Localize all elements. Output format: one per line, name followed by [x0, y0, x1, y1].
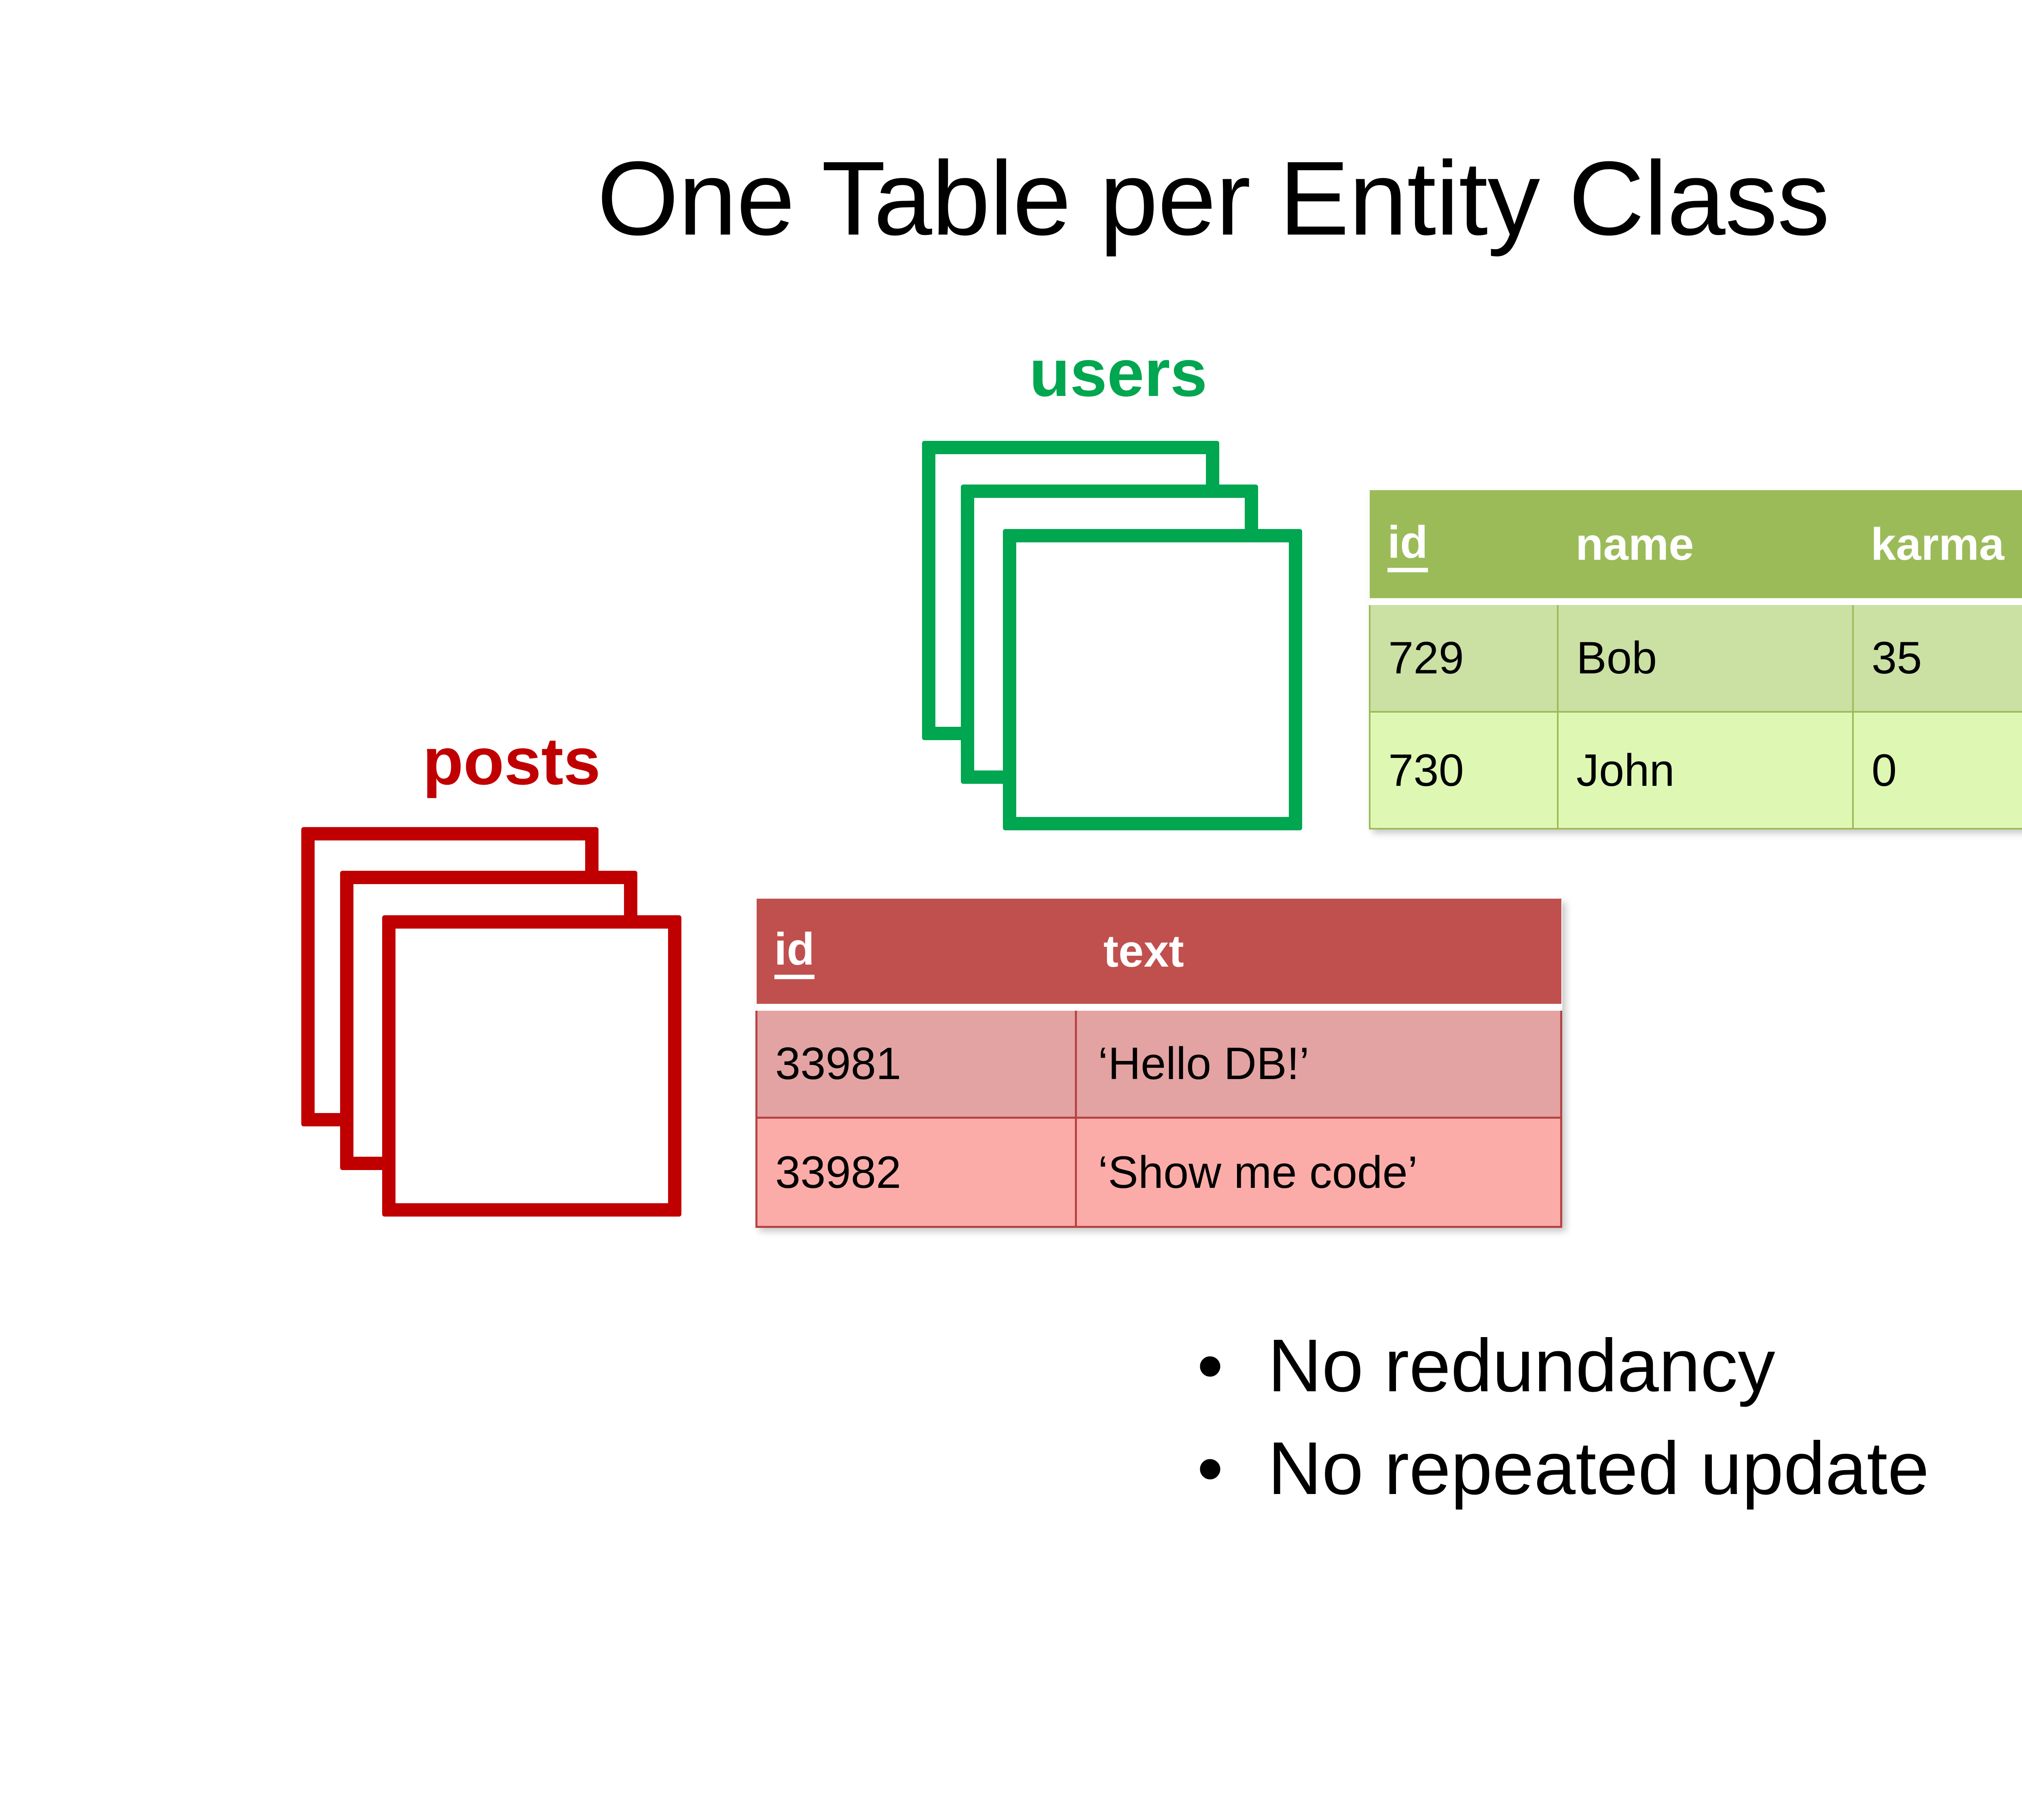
bullet-text: No repeated update — [1268, 1426, 1929, 1510]
cell-text: ‘Hello DB!’ — [1075, 1006, 1562, 1119]
stack-square-front — [382, 915, 681, 1217]
column-header-id-label: id — [774, 926, 815, 980]
column-header-text: text — [1076, 899, 1561, 1011]
column-header-id-label: id — [1387, 519, 1428, 572]
bullet-marker-icon: • — [1197, 1324, 1223, 1407]
table-header-row: id text — [756, 899, 1561, 1011]
entity-label-posts: posts — [423, 724, 601, 798]
cell-name: Bob — [1557, 601, 1854, 713]
bullet-list: • No redundancy • No repeated update — [1197, 1324, 2022, 1536]
table-row: 729 Bob 35 — [1369, 601, 2022, 713]
list-item: • No repeated update — [1197, 1426, 2022, 1510]
table-row: 33982 ‘Show me code’ — [755, 1116, 1562, 1228]
cell-karma: 0 — [1852, 711, 2022, 830]
list-item: • No redundancy — [1197, 1324, 2022, 1407]
cell-id: 33981 — [755, 1006, 1077, 1119]
column-header-id: id — [1370, 490, 1558, 605]
page-title: One Table per Entity Class — [597, 140, 1830, 257]
table-header-row: id name karma — [1370, 490, 2022, 605]
bullet-marker-icon: • — [1197, 1426, 1223, 1510]
cell-name: John — [1557, 711, 1854, 830]
column-header-name: name — [1558, 490, 1853, 605]
posts-table: id text 33981 ‘Hello DB!’ 33982 ‘Show me… — [755, 899, 1562, 1228]
cell-id: 729 — [1369, 601, 1559, 713]
stacked-squares-icon-users — [922, 441, 1322, 830]
cell-karma: 35 — [1852, 601, 2022, 713]
cell-id: 730 — [1369, 711, 1559, 830]
cell-text: ‘Show me code’ — [1075, 1116, 1562, 1228]
table-row: 33981 ‘Hello DB!’ — [755, 1006, 1562, 1119]
cell-id: 33982 — [755, 1116, 1077, 1228]
bullet-text: No redundancy — [1268, 1324, 1775, 1407]
stack-square-front — [1003, 529, 1302, 830]
column-header-karma: karma — [1853, 490, 2022, 605]
stacked-squares-icon-posts — [301, 827, 702, 1217]
column-header-id: id — [756, 899, 1076, 1011]
entity-label-users: users — [1029, 336, 1208, 410]
table-row: 730 John 0 — [1369, 711, 2022, 830]
users-table: id name karma 729 Bob 35 730 John 0 — [1369, 490, 2022, 830]
